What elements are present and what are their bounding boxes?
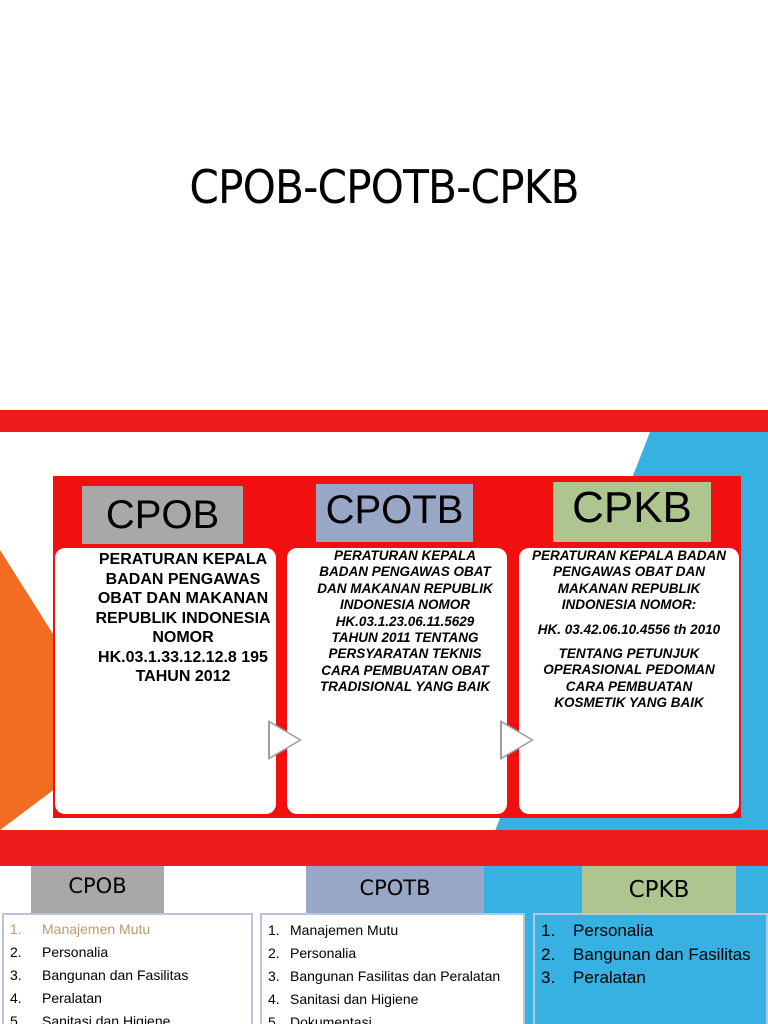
title-slide: CPOB-CPOTB-CPKB xyxy=(0,0,768,410)
card-cpkb-subject: TENTANG PETUNJUK OPERASIONAL PEDOMAN CAR… xyxy=(543,646,715,711)
header-cpotb: CPOTB xyxy=(316,484,473,542)
list-item: 5.Dokumentasi xyxy=(268,1014,372,1024)
list-item: 1.Manajemen Mutu xyxy=(10,921,151,937)
header-cpkb: CPKB xyxy=(553,482,711,542)
list-item: 4.Peralatan xyxy=(10,990,102,1006)
list-item: 2.Personalia xyxy=(268,945,357,961)
list-item: 3.Bangunan Fasilitas dan Peralatan xyxy=(268,968,501,984)
arrow-right-icon xyxy=(268,720,302,760)
bottom-header-cpkb: CPKB xyxy=(582,866,736,914)
list-item: 1.Manajemen Mutu xyxy=(268,922,399,938)
bottom-header-cpotb: CPOTB xyxy=(306,866,484,914)
list-item: 2.Bangunan dan Fasilitas xyxy=(541,944,751,964)
red-bar-middle xyxy=(0,830,768,866)
header-cpob: CPOB xyxy=(82,486,243,544)
list-cpob: 1.Manajemen Mutu 2.Personalia 3.Bangunan… xyxy=(2,913,253,1024)
card-cpkb: PERATURAN KEPALA BADAN PENGAWAS OBAT DAN… xyxy=(519,548,739,814)
card-cpob-text: PERATURAN KEPALA BADAN PENGAWAS OBAT DAN… xyxy=(95,551,271,685)
list-cpotb: 1.Manajemen Mutu 2.Personalia 3.Bangunan… xyxy=(260,913,525,1024)
card-cpotb-text: PERATURAN KEPALA BADAN PENGAWAS OBAT DAN… xyxy=(317,548,493,695)
bottom-header-cpob: CPOB xyxy=(31,866,164,914)
list-item: 1.Personalia xyxy=(541,921,654,940)
red-bar-top xyxy=(0,410,768,432)
list-item: 5.Sanitasi dan Higiene xyxy=(10,1013,171,1024)
comparison-slide: CPOB CPOTB CPKB PERATURAN KEPALA BADAN P… xyxy=(0,410,768,1024)
list-item: 3.Peralatan xyxy=(541,968,646,987)
card-cpkb-text-block: PERATURAN KEPALA BADAN PENGAWAS OBAT DAN… xyxy=(529,548,729,712)
card-cpkb-regulation: PERATURAN KEPALA BADAN PENGAWAS OBAT DAN… xyxy=(532,548,726,613)
list-cpkb: 1.Personalia 2.Bangunan dan Fasilitas 3.… xyxy=(533,913,768,1024)
comparison-panel: CPOB CPOTB CPKB PERATURAN KEPALA BADAN P… xyxy=(53,476,741,818)
list-item: 2.Personalia xyxy=(10,944,109,960)
card-cpkb-number: HK. 03.42.06.10.4556 th 2010 xyxy=(537,621,721,637)
arrow-right-icon xyxy=(500,720,534,760)
card-cpob: PERATURAN KEPALA BADAN PENGAWAS OBAT DAN… xyxy=(55,548,276,814)
list-item: 4.Sanitasi dan Higiene xyxy=(268,991,419,1007)
slide-title: CPOB-CPOTB-CPKB xyxy=(189,160,579,214)
list-item: 3.Bangunan dan Fasilitas xyxy=(10,967,189,983)
card-cpotb: PERATURAN KEPALA BADAN PENGAWAS OBAT DAN… xyxy=(287,548,507,814)
